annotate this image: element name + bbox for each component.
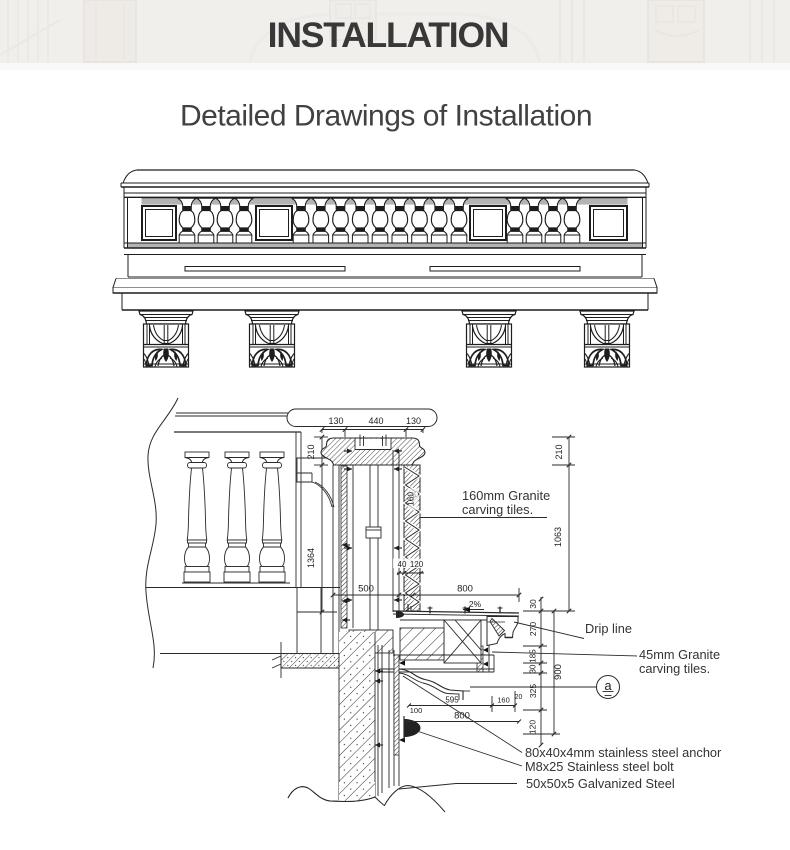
svg-text:800: 800 — [454, 711, 470, 722]
svg-text:160: 160 — [406, 492, 416, 506]
svg-text:500: 500 — [358, 584, 374, 595]
svg-text:130: 130 — [328, 416, 343, 426]
svg-text:185: 185 — [529, 649, 538, 663]
svg-text:carving tiles.: carving tiles. — [639, 661, 710, 676]
svg-text:INSTALLATION: INSTALLATION — [268, 15, 509, 55]
svg-text:160: 160 — [497, 696, 510, 705]
svg-text:210: 210 — [554, 444, 564, 459]
svg-text:160mm Granite: 160mm Granite — [462, 488, 550, 503]
svg-text:Drip line: Drip line — [585, 621, 632, 636]
svg-text:20: 20 — [515, 694, 523, 701]
svg-text:120: 120 — [410, 560, 424, 569]
svg-text:2%: 2% — [469, 599, 482, 609]
svg-text:270: 270 — [528, 622, 538, 636]
svg-text:210: 210 — [306, 444, 316, 459]
svg-text:45mm Granite: 45mm Granite — [639, 647, 720, 662]
svg-text:800: 800 — [457, 584, 473, 595]
svg-text:80x40x4mm stainless steel anch: 80x40x4mm stainless steel anchor — [525, 745, 722, 760]
svg-text:carving tiles.: carving tiles. — [462, 502, 533, 517]
svg-text:130: 130 — [406, 416, 421, 426]
svg-text:595: 595 — [445, 696, 459, 705]
svg-text:900: 900 — [553, 664, 564, 680]
svg-text:30: 30 — [529, 664, 538, 673]
svg-text:a: a — [604, 678, 612, 693]
svg-text:120: 120 — [528, 720, 538, 734]
svg-text:M8x25 Stainless steel bolt: M8x25 Stainless steel bolt — [525, 759, 674, 774]
svg-text:325: 325 — [528, 684, 538, 698]
svg-text:Detailed Drawings of Installat: Detailed Drawings of Installation — [180, 100, 592, 133]
svg-text:440: 440 — [368, 416, 383, 426]
svg-text:50x50x5 Galvanized Steel: 50x50x5 Galvanized Steel — [526, 776, 675, 791]
svg-text:40: 40 — [398, 560, 407, 569]
svg-text:1364: 1364 — [306, 548, 316, 568]
svg-text:1063: 1063 — [553, 527, 563, 547]
svg-text:100: 100 — [410, 706, 423, 715]
svg-text:30: 30 — [528, 599, 538, 609]
